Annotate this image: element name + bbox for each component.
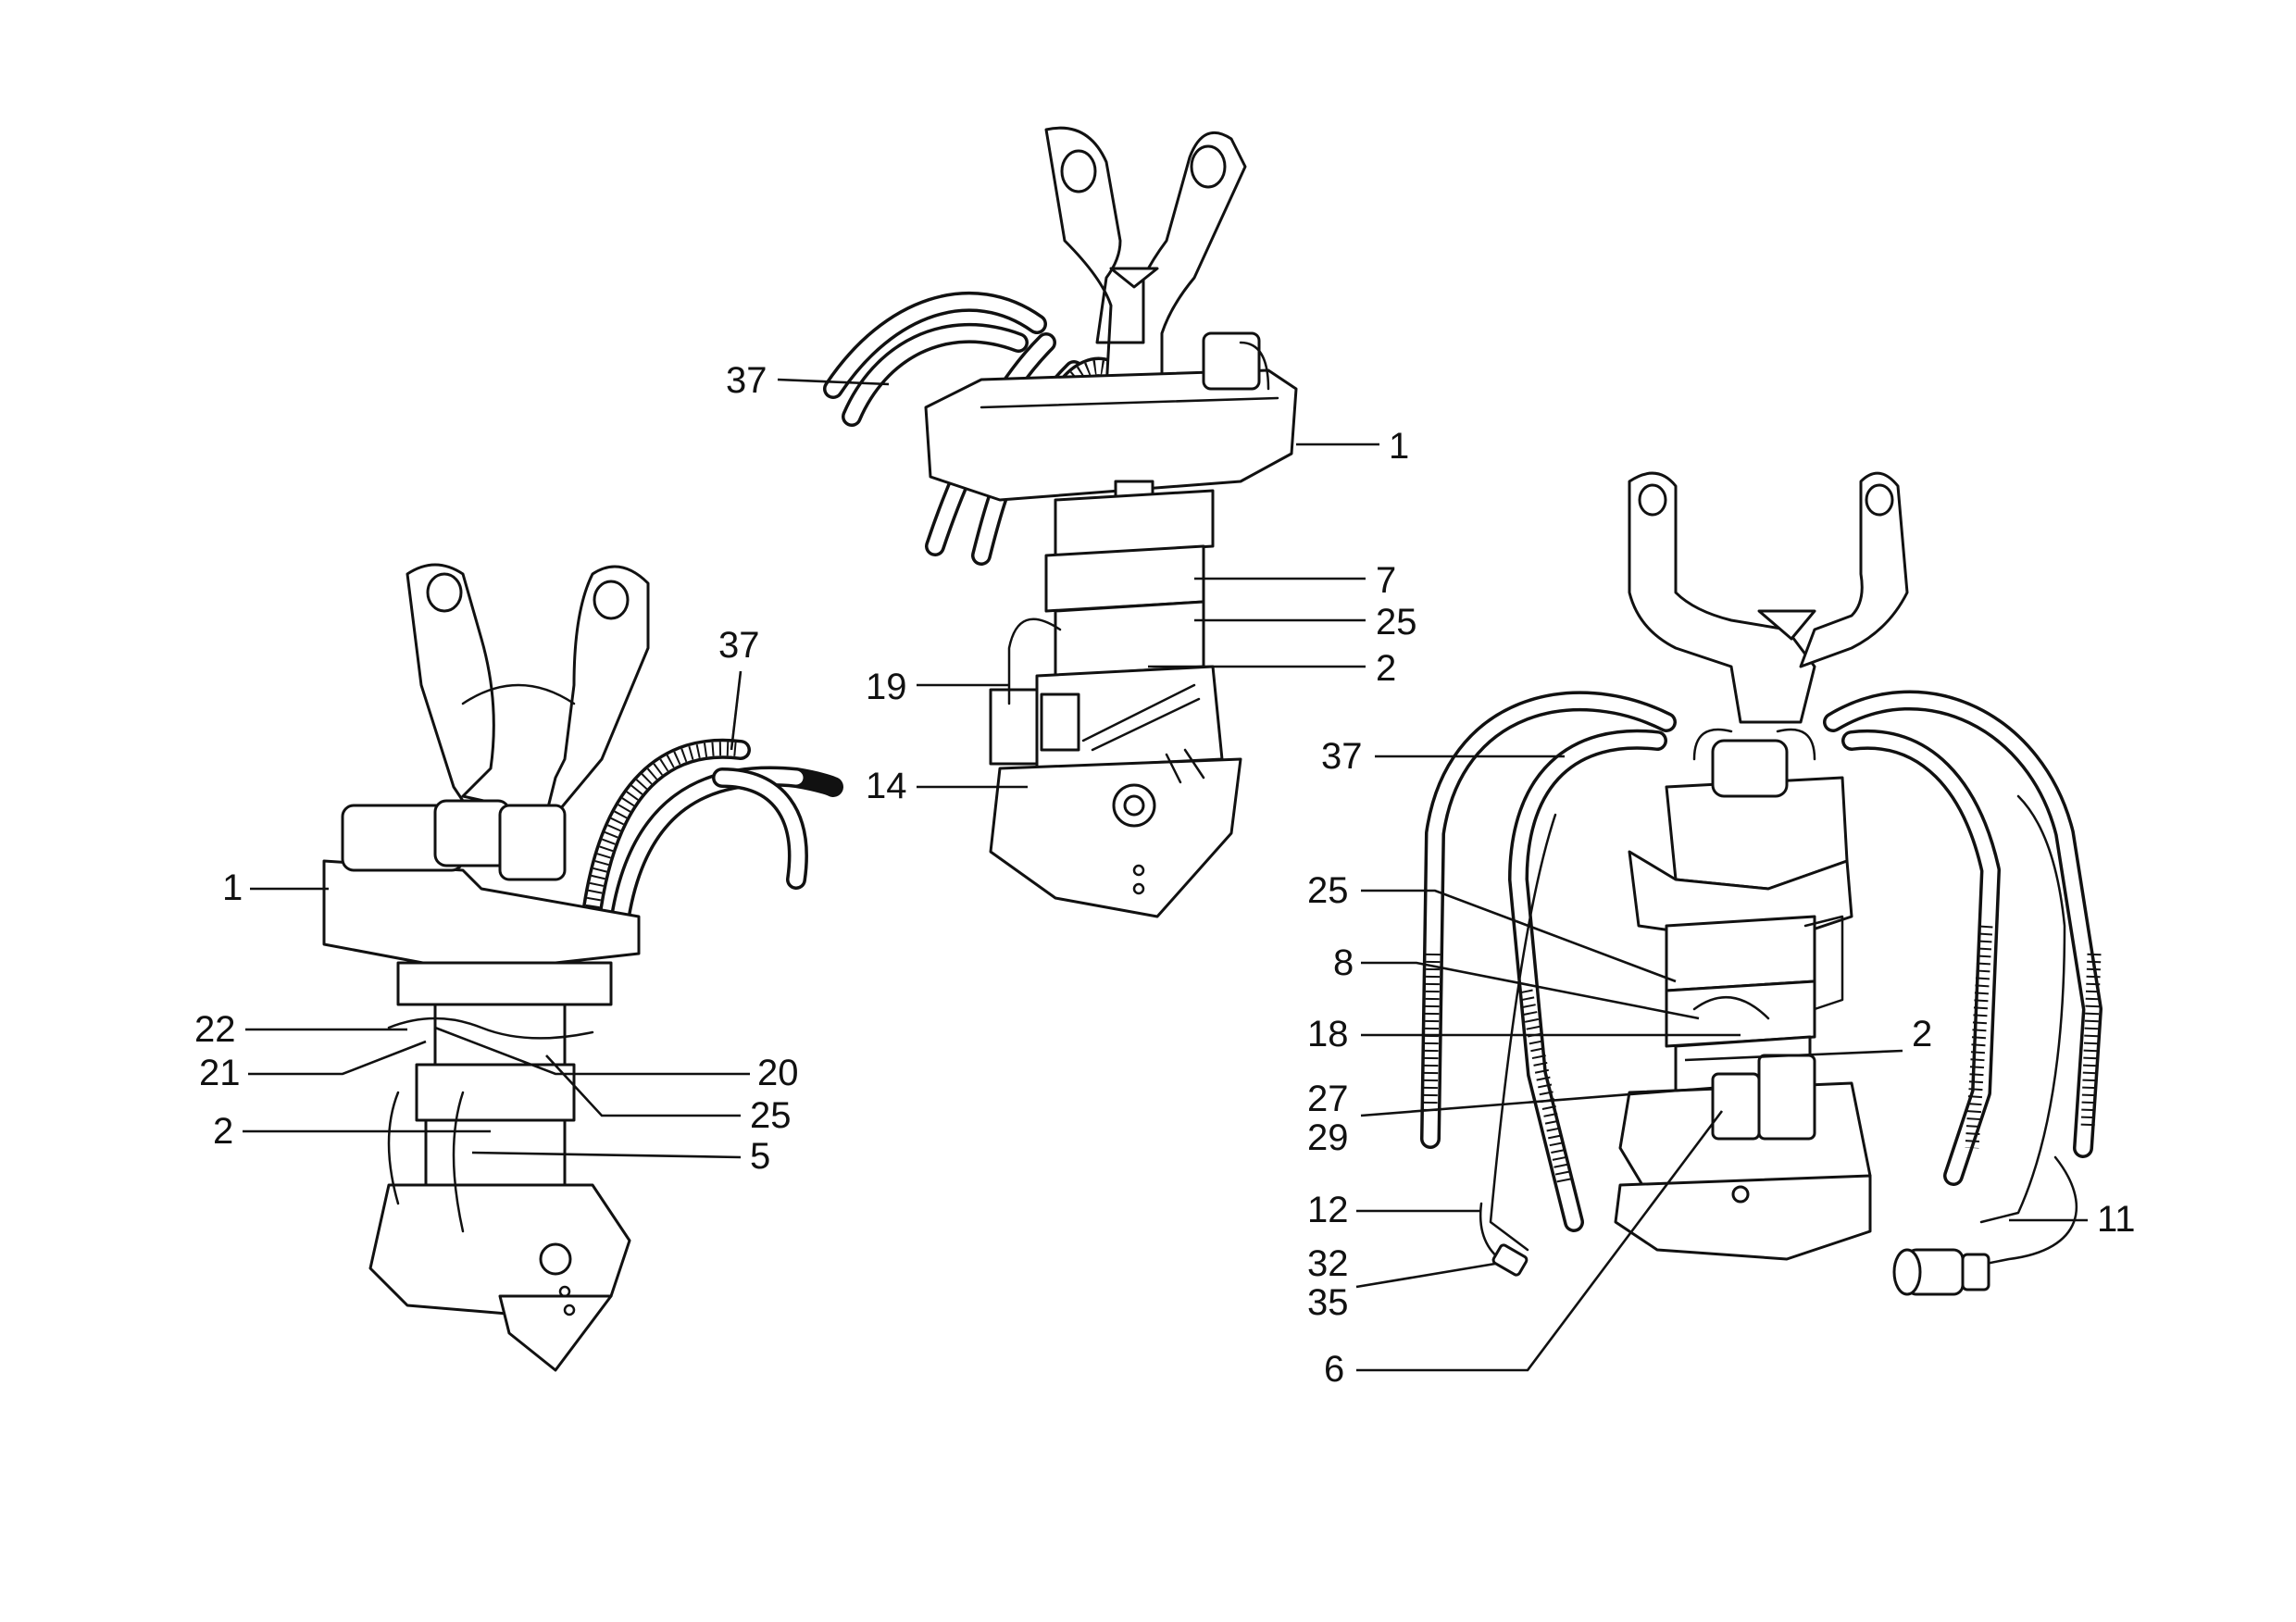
callout-left-20: 20 <box>757 1053 799 1093</box>
left-collar-ring <box>322 799 641 1006</box>
callout-right-11: 11 <box>2097 1199 2136 1240</box>
callout-top-37: 37 <box>726 360 767 401</box>
callout-right-27: 27 <box>1307 1079 1349 1119</box>
leader-left-25 <box>545 1054 741 1117</box>
callout-left-37: 37 <box>718 625 760 666</box>
callout-left-2: 2 <box>213 1111 233 1152</box>
callout-top-14: 14 <box>866 766 907 806</box>
callout-right-25: 25 <box>1307 870 1349 911</box>
callout-right-12: 12 <box>1307 1190 1349 1230</box>
assembly-right: 37 25 8 18 2 27 29 12 32 35 6 11 <box>1307 471 2136 1390</box>
callout-right-6: 6 <box>1324 1349 1344 1390</box>
left-motor-body <box>368 1003 631 1372</box>
leader-right-27-29 <box>1360 1086 1714 1117</box>
leader-right-2 <box>1684 1049 1903 1062</box>
callouts-top: 37 1 7 25 2 19 14 <box>726 360 1417 806</box>
leader-left-20 <box>434 1026 750 1076</box>
leader-top-37 <box>777 378 890 386</box>
callout-right-18: 18 <box>1307 1014 1349 1054</box>
callout-right-35: 35 <box>1307 1282 1349 1323</box>
right-hoses <box>1420 690 2103 1252</box>
leader-right-32-35 <box>1355 1262 1496 1289</box>
callout-left-25: 25 <box>750 1095 792 1136</box>
callouts-right: 37 25 8 18 2 27 29 12 32 35 6 11 <box>1307 736 2136 1390</box>
leader-left-5 <box>471 1151 742 1159</box>
right-lifting-bracket <box>1628 471 1909 724</box>
callout-right-29: 29 <box>1307 1117 1349 1158</box>
callout-left-21: 21 <box>199 1053 241 1093</box>
right-connector-11 <box>1892 1155 2078 1296</box>
leader-left-37 <box>730 670 742 751</box>
callouts-left: 37 1 22 21 2 20 25 5 <box>194 625 799 1177</box>
top-lifting-bracket <box>1044 126 1247 391</box>
assembly-left: 37 1 22 21 2 20 25 5 <box>194 563 843 1372</box>
right-sensor-32-35 <box>1479 1202 1529 1277</box>
callout-right-32: 32 <box>1307 1243 1349 1284</box>
callout-top-1: 1 <box>1389 426 1409 467</box>
top-motor-body <box>989 489 1242 918</box>
callout-top-7: 7 <box>1376 560 1396 601</box>
callout-right-8: 8 <box>1333 942 1354 983</box>
callout-left-5: 5 <box>750 1136 770 1177</box>
callout-right-2: 2 <box>1912 1014 1932 1054</box>
callout-right-37: 37 <box>1321 736 1363 777</box>
left-lifting-bracket <box>406 563 650 835</box>
right-motor-body <box>1614 915 1872 1261</box>
leader-left-21 <box>248 1040 427 1076</box>
callout-top-2: 2 <box>1376 648 1396 689</box>
callout-left-1: 1 <box>222 867 243 908</box>
callout-top-25: 25 <box>1376 602 1417 643</box>
callout-left-22: 22 <box>194 1009 236 1050</box>
assembly-top: 37 1 7 25 2 19 14 <box>726 126 1417 918</box>
left-hoses <box>582 738 843 927</box>
right-collar-ring <box>1628 728 1853 946</box>
callout-top-19: 19 <box>866 667 907 707</box>
leader-right-6 <box>1356 1110 1724 1372</box>
leader-right-8 <box>1361 961 1700 1020</box>
leader-right-25 <box>1361 889 1677 983</box>
